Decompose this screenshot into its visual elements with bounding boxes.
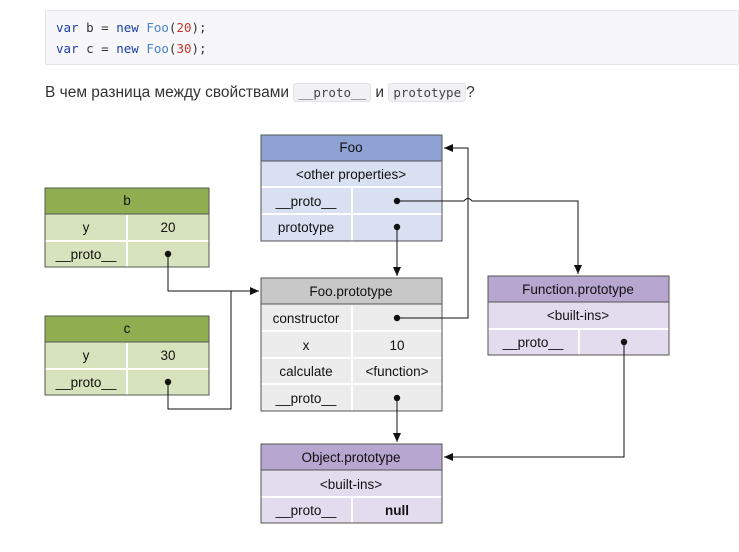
foo-prototype-box: Foo.prototype constructor x 10 calculate…	[260, 277, 443, 412]
code-line-1: var b = new Foo(20);	[56, 17, 738, 38]
function-prototype-box: Function.prototype <built-ins> __proto__	[487, 275, 670, 356]
c-proto-label: __proto__	[55, 375, 117, 390]
inline-code-prototype: prototype	[388, 83, 467, 102]
function-prototype-builtins: <built-ins>	[547, 308, 609, 323]
object-prototype-null: null	[385, 503, 409, 518]
code-number: 20	[176, 20, 192, 35]
code-keyword: var	[56, 20, 79, 35]
foo-box: Foo <other properties> __proto__ prototy…	[260, 134, 443, 242]
constructor-label: constructor	[273, 311, 340, 326]
foo-prototype-proto-label: __proto__	[275, 391, 337, 406]
foo-proto-label: __proto__	[275, 194, 337, 209]
code-keyword: new	[116, 20, 139, 35]
b-proto-label: __proto__	[55, 247, 117, 262]
object-prototype-box: Object.prototype <built-ins> __proto__ n…	[260, 443, 443, 524]
question-text: В чем разница между свойствами __proto__…	[45, 80, 475, 106]
c-box: c y 30 __proto__	[44, 315, 210, 396]
c-y-value: 30	[160, 348, 175, 363]
code-class: Foo	[146, 20, 169, 35]
arrow-b-proto-to-foo-prototype	[167, 254, 259, 295]
foo-prototype-title: Foo.prototype	[309, 284, 392, 299]
function-prototype-title: Function.prototype	[522, 282, 634, 297]
arrow-function-prototype-proto-to-object-prototype	[444, 342, 625, 461]
foo-title: Foo	[339, 140, 362, 155]
arrow-constructor-to-foo	[397, 144, 469, 319]
code-punct: (	[168, 41, 177, 56]
code-class: Foo	[146, 41, 169, 56]
b-box: b y 20 __proto__	[44, 187, 210, 268]
calculate-value: <function>	[365, 364, 428, 379]
code-punct: (	[168, 20, 177, 35]
line-c-proto-to-foo-prototype	[167, 291, 232, 410]
b-y-label: y	[83, 220, 90, 235]
code-punct: );	[191, 41, 207, 56]
x-value: 10	[389, 338, 404, 353]
code-operator: =	[101, 20, 109, 35]
code-number: 30	[176, 41, 192, 56]
foo-prototype-label: prototype	[278, 220, 334, 235]
b-y-value: 20	[160, 220, 175, 235]
object-prototype-builtins: <built-ins>	[320, 477, 382, 492]
foo-other-properties: <other properties>	[296, 167, 406, 182]
code-keyword: var	[56, 41, 79, 56]
code-punct: );	[191, 20, 207, 35]
code-keyword: new	[116, 41, 139, 56]
c-title: c	[124, 321, 131, 336]
object-prototype-proto-label: __proto__	[275, 503, 337, 518]
x-label: x	[303, 338, 310, 353]
question-part: ?	[466, 84, 475, 101]
object-prototype-title: Object.prototype	[301, 450, 400, 465]
code-block: var b = new Foo(20); var c = new Foo(30)…	[45, 10, 739, 65]
inline-code-proto: __proto__	[293, 83, 372, 102]
code-identifier: c	[86, 41, 94, 56]
code-line-2: var c = new Foo(30);	[56, 38, 738, 59]
c-y-label: y	[83, 348, 90, 363]
code-operator: =	[101, 41, 109, 56]
code-identifier: b	[86, 20, 94, 35]
b-title: b	[123, 193, 131, 208]
calculate-label: calculate	[279, 364, 332, 379]
question-part: В чем разница между свойствами	[45, 84, 290, 101]
question-part: и	[375, 84, 385, 101]
function-prototype-proto-label: __proto__	[502, 335, 564, 350]
connectors	[167, 144, 625, 461]
